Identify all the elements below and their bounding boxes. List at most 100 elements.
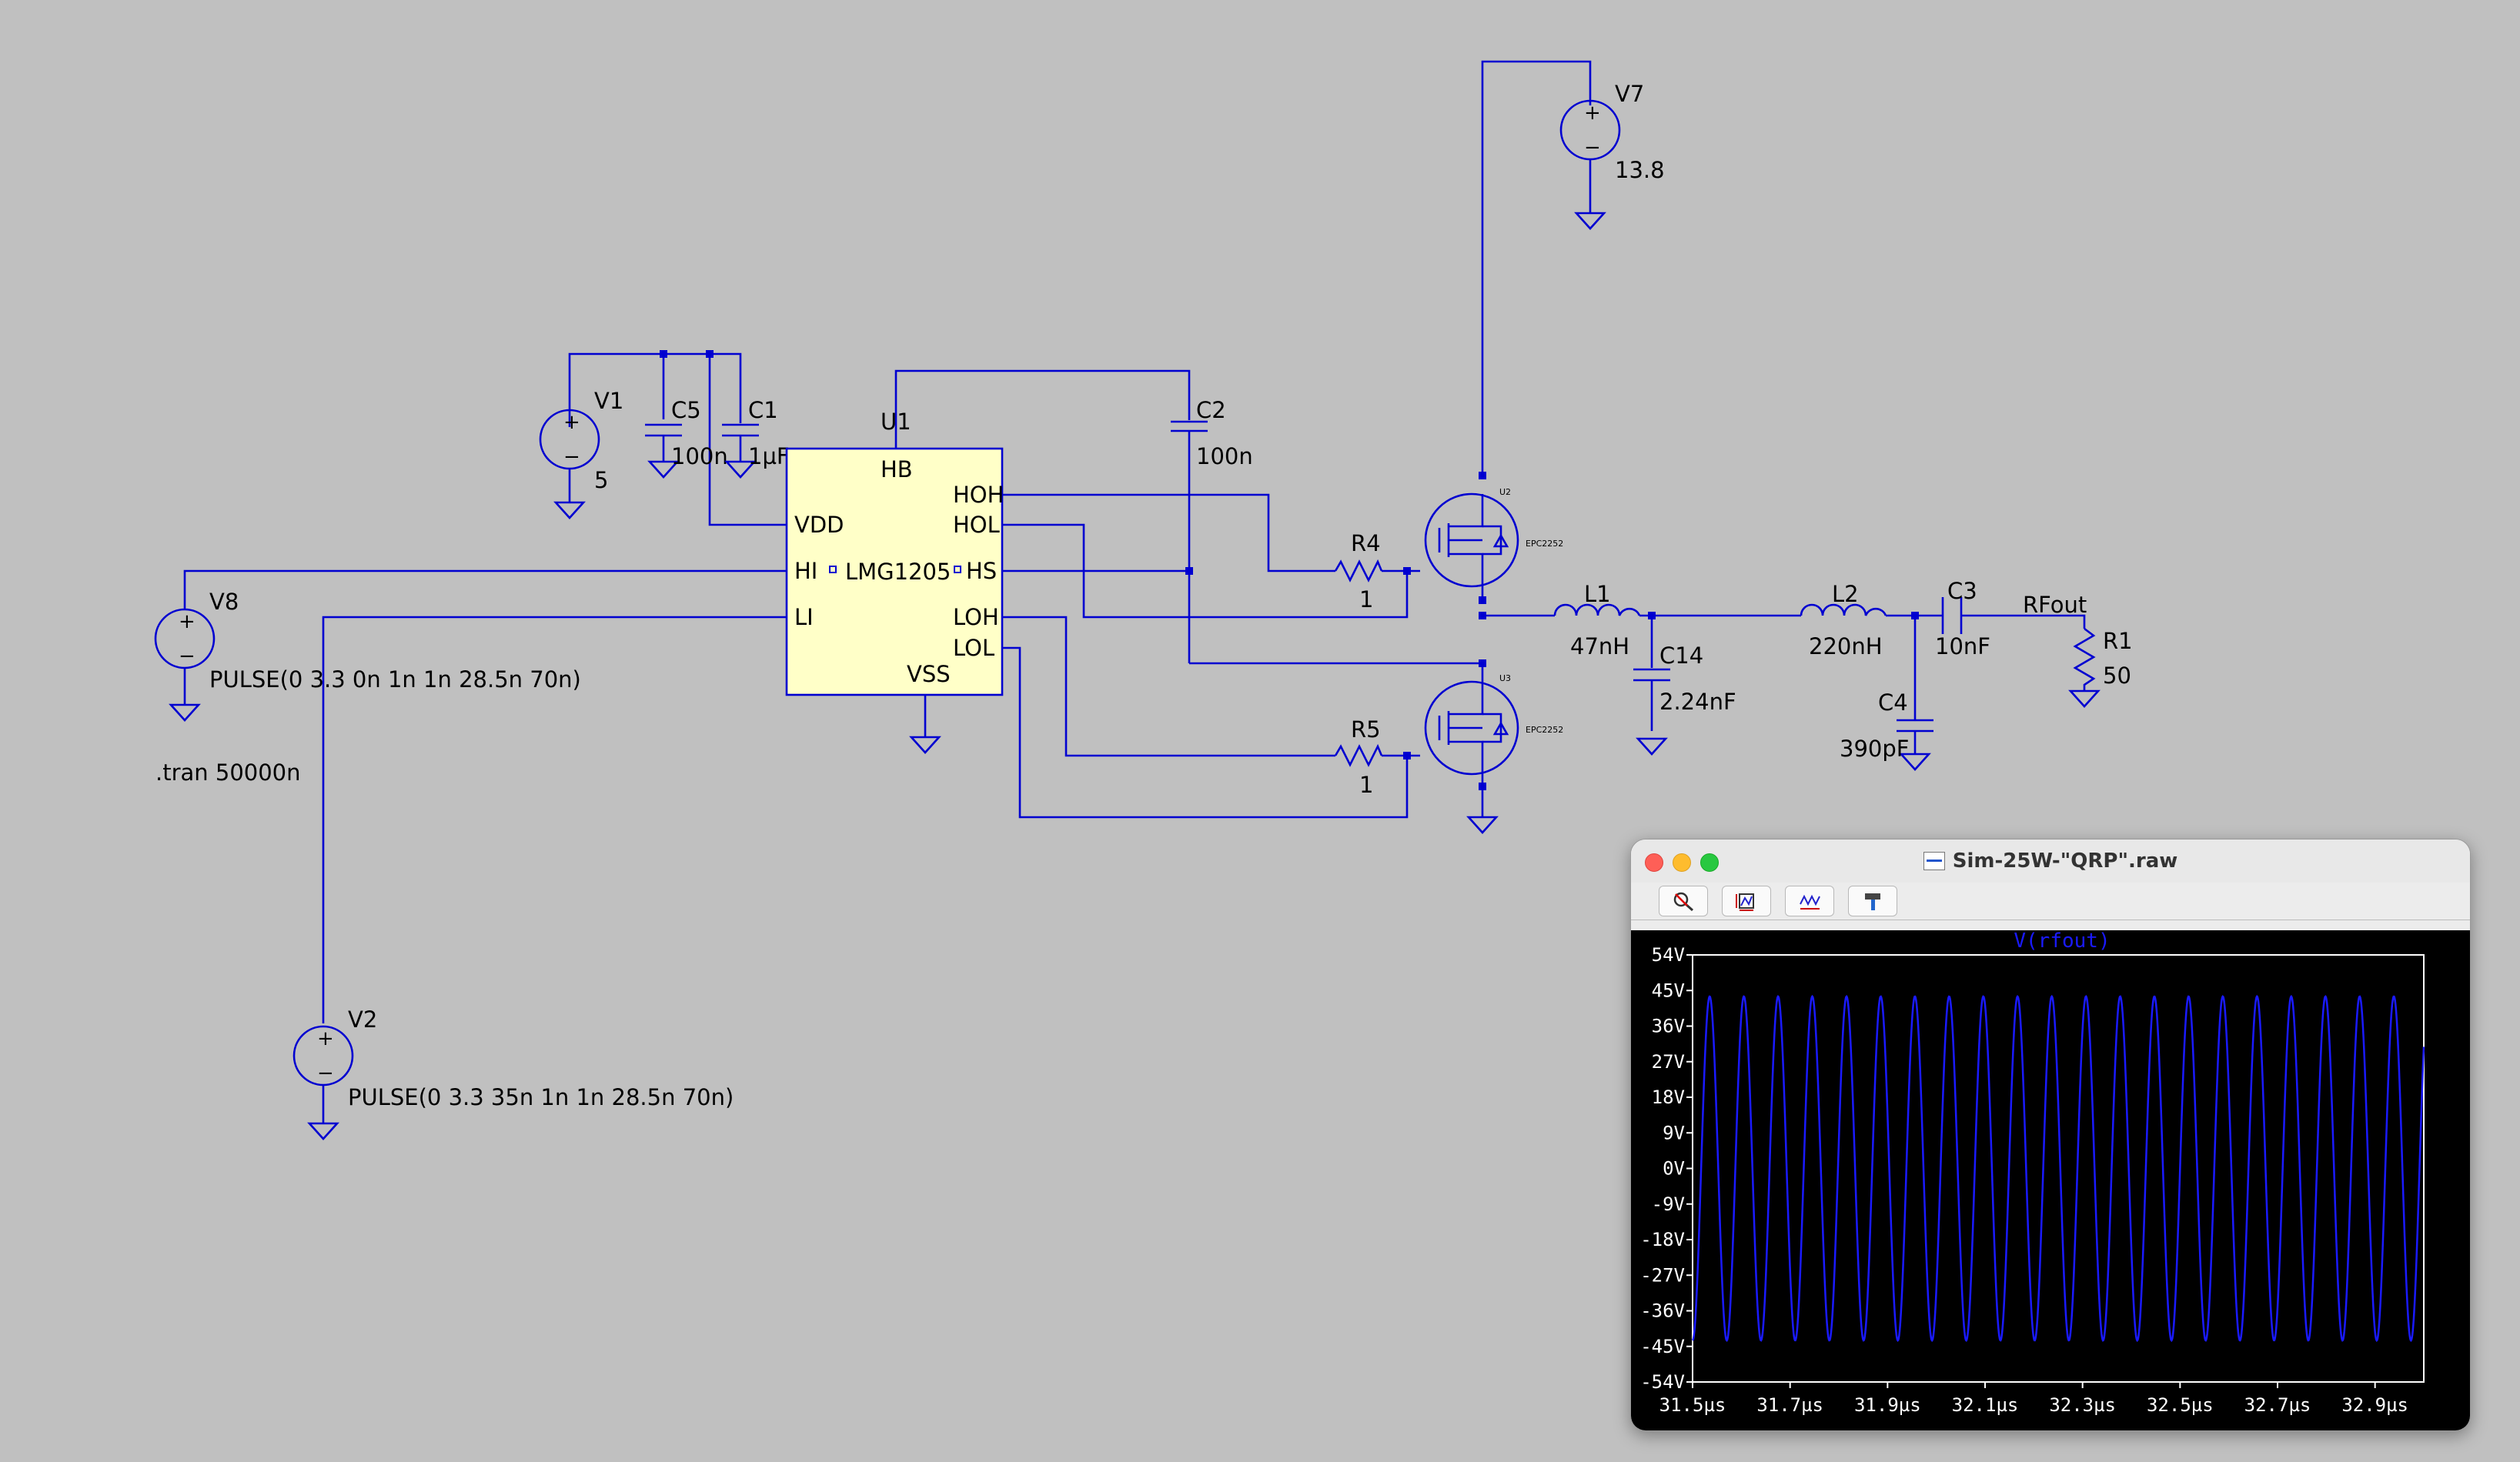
- y-tick-label: -18V: [1640, 1229, 1685, 1250]
- pin-lol-label: LOL: [953, 635, 994, 661]
- u3-name: U3: [1499, 673, 1511, 683]
- x-tick-label: 31.5µs: [1659, 1394, 1726, 1416]
- y-tick-label: 36V: [1652, 1016, 1685, 1037]
- minimize-button[interactable]: [1673, 853, 1691, 872]
- c3-capacitor[interactable]: C3 10nF: [1935, 578, 1990, 659]
- c2-value: 100n: [1196, 443, 1253, 469]
- svg-text:−: −: [179, 645, 196, 668]
- c1-name: C1: [748, 397, 778, 423]
- y-tick-label: -9V: [1652, 1193, 1685, 1215]
- autorange-icon[interactable]: [1722, 886, 1771, 916]
- x-tick-label: 32.3µs: [2049, 1394, 2116, 1416]
- v7-name: V7: [1615, 81, 1644, 107]
- u2-part: EPC2252: [1526, 539, 1563, 549]
- x-tick-label: 32.7µs: [2244, 1394, 2311, 1416]
- rfout-netlabel[interactable]: RFout: [2023, 592, 2087, 618]
- c4-capacitor[interactable]: C4 390pF: [1840, 689, 1933, 771]
- svg-text:+: +: [1584, 102, 1601, 125]
- r1-name: R1: [2103, 628, 2133, 654]
- v1-name: V1: [594, 388, 623, 414]
- l1-name: L1: [1584, 581, 1611, 607]
- pin-hb-label: HB: [881, 456, 913, 482]
- window-titlebar[interactable]: Sim-25W-"QRP".raw: [1631, 839, 2470, 883]
- l1-value: 47nH: [1570, 633, 1629, 659]
- wire-c1: [710, 352, 742, 423]
- waveform-plot[interactable]: V(rfout) 54V45V36V27V18V9V0V-9V-18V-27V-…: [1631, 930, 2470, 1430]
- y-tick-label: -27V: [1640, 1264, 1685, 1286]
- svg-text:−: −: [563, 446, 580, 469]
- v8-value: PULSE(0 3.3 0n 1n 1n 28.5n 70n): [209, 666, 581, 693]
- y-tick-label: -45V: [1640, 1336, 1685, 1357]
- v2-name: V2: [348, 1006, 377, 1033]
- wire-li: [322, 616, 787, 1023]
- c14-name: C14: [1659, 643, 1703, 669]
- pin-vss-label: VSS: [907, 661, 951, 687]
- l2-value: 220nH: [1809, 633, 1883, 659]
- zoom-area-icon[interactable]: [1659, 886, 1708, 916]
- r5-resistor[interactable]: R5 1: [1334, 716, 1383, 798]
- r1-value: 50: [2103, 663, 2131, 689]
- y-tick-label: -54V: [1640, 1371, 1685, 1393]
- c1-capacitor[interactable]: C1 1µF: [722, 397, 790, 479]
- l2-name: L2: [1832, 581, 1859, 607]
- vrfout-trace: [1691, 994, 2425, 1343]
- y-tick-label: 54V: [1652, 944, 1685, 966]
- u2-name: U2: [1499, 487, 1511, 497]
- tran-directive[interactable]: .tran 50000n: [155, 759, 301, 786]
- close-button[interactable]: [1645, 853, 1663, 872]
- c4-value: 390pF: [1840, 736, 1909, 762]
- v8-name: V8: [209, 589, 239, 615]
- y-tick-label: 9V: [1663, 1122, 1685, 1143]
- wires: [183, 60, 2086, 1023]
- wire-hoh-r4: [1002, 493, 1335, 572]
- r4-resistor[interactable]: R4 1: [1334, 530, 1383, 613]
- c2-capacitor[interactable]: C2 100n: [1171, 397, 1253, 469]
- y-axis-ticks: 54V45V36V27V18V9V0V-9V-18V-27V-36V-45V-5…: [1640, 944, 1693, 1393]
- v7-value: 13.8: [1615, 157, 1665, 183]
- wire-hi: [183, 569, 787, 609]
- svg-text:−: −: [317, 1062, 334, 1085]
- wire-c3-r1: [1961, 614, 2086, 629]
- r5-name: R5: [1351, 716, 1381, 743]
- y-tick-label: -36V: [1640, 1300, 1685, 1322]
- c14-capacitor[interactable]: C14 2.24nF: [1633, 643, 1736, 756]
- pin-loh-label: LOH: [953, 604, 999, 630]
- wire-hol-gate: [1002, 523, 1409, 619]
- trace-label[interactable]: V(rfout): [2014, 930, 2110, 953]
- svg-text:+: +: [563, 411, 580, 434]
- hammer-icon[interactable]: [1848, 886, 1897, 916]
- pin-li-label: LI: [794, 604, 814, 630]
- x-tick-label: 32.1µs: [1952, 1394, 2019, 1416]
- r1-resistor[interactable]: R1 50: [2068, 627, 2133, 708]
- wire-hb-c2: [894, 369, 1191, 449]
- v7-source[interactable]: + − V7 13.8: [1559, 81, 1665, 230]
- svg-text:+: +: [317, 1027, 334, 1050]
- c2-name: C2: [1196, 397, 1226, 423]
- v2-value: PULSE(0 3.3 35n 1n 1n 28.5n 70n): [348, 1084, 734, 1110]
- l2-inductor[interactable]: L2 220nH: [1800, 581, 1887, 659]
- svg-text:+: +: [179, 610, 196, 633]
- u3-gan-fet[interactable]: U3 EPC2252: [1424, 673, 1563, 834]
- u2-gan-fet[interactable]: U2 EPC2252: [1424, 487, 1563, 596]
- x-tick-label: 32.5µs: [2147, 1394, 2214, 1416]
- plot-toolbar: [1631, 883, 2470, 920]
- v8-source[interactable]: + − V8 PULSE(0 3.3 0n 1n 1n 28.5n 70n): [154, 589, 581, 722]
- zoom-button[interactable]: [1700, 853, 1719, 872]
- v2-source[interactable]: + − V2 PULSE(0 3.3 35n 1n 1n 28.5n 70n): [292, 1006, 734, 1140]
- u1-part: LMG1205: [845, 559, 951, 585]
- l1-inductor[interactable]: L1 47nH: [1553, 581, 1641, 659]
- c5-capacitor[interactable]: C5 100n: [645, 397, 728, 479]
- v1-source[interactable]: + − V1 5: [539, 388, 623, 519]
- y-tick-label: 0V: [1663, 1158, 1685, 1180]
- r4-name: R4: [1351, 530, 1381, 556]
- c4-name: C4: [1878, 689, 1908, 716]
- y-tick-label: 45V: [1652, 980, 1685, 1001]
- x-tick-label: 32.9µs: [2341, 1394, 2408, 1416]
- r5-value: 1: [1359, 772, 1373, 798]
- u1-driver-ic[interactable]: U1 HB VDD HI LI VSS HOH HOL HS LOH LOL L…: [785, 409, 1004, 754]
- waveform-icon[interactable]: [1785, 886, 1834, 916]
- c5-name: C5: [671, 397, 701, 423]
